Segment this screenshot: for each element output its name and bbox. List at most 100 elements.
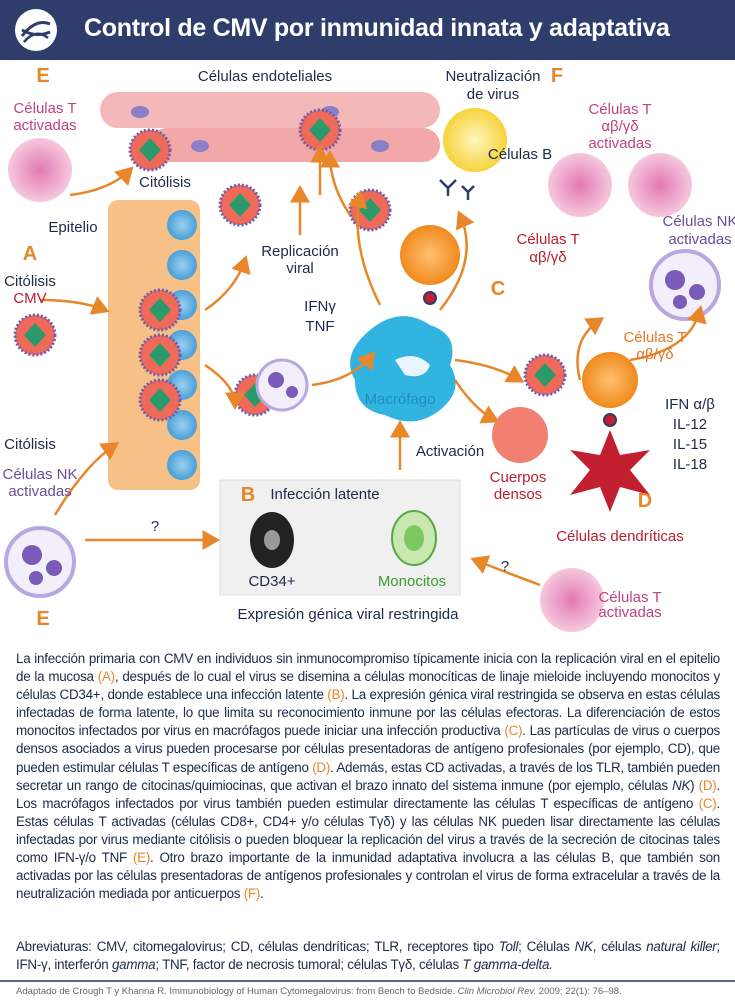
page-title: Control de CMV por inmunidad innata y ad… — [84, 14, 670, 42]
label-cmv: CMV — [13, 290, 47, 307]
nk-cell-right — [649, 249, 721, 321]
text-segment: ) — [690, 777, 699, 793]
label-citolisis-bottom: Citólisis — [4, 436, 56, 453]
cmv-virion — [128, 128, 172, 172]
label-ifn-ab: IFN α/β — [665, 396, 715, 413]
label-il15: IL-15 — [672, 436, 708, 453]
label-cd34: CD34+ — [248, 573, 296, 590]
section-reference: (A) — [97, 669, 115, 685]
text-segment: Adaptado de Crough T y Khanna R. Immunob… — [16, 986, 458, 997]
label-t-ab-c-2: αβ/γδ — [529, 249, 567, 266]
section-reference: (C) — [698, 795, 717, 811]
dense-body — [492, 407, 548, 463]
label-replicacion-2: viral — [286, 260, 314, 277]
label-il12: IL-12 — [672, 416, 708, 433]
label-neutralizacion-2: de virus — [466, 86, 520, 103]
diagram-graphics — [4, 92, 721, 632]
label-neutralizacion-1: Neutralización — [445, 68, 541, 85]
label-t-ab-c-1: Células T — [516, 231, 580, 248]
abbreviations: Abreviaturas: CMV, citomegalovirus; CD, … — [16, 938, 720, 974]
cmv-virions — [13, 108, 567, 422]
text-segment: ; Células — [518, 939, 575, 954]
label-activacion: Activación — [415, 443, 485, 460]
label-t-activadas-left-2: activadas — [13, 117, 77, 134]
text-segment: 2009; 22(1): 76–98. — [536, 986, 622, 997]
label-il18: IL-18 — [672, 456, 708, 473]
label-endoteliales: Células endoteliales — [197, 68, 333, 85]
label-tnf: TNF — [305, 318, 335, 335]
text-segment: NK — [672, 777, 691, 793]
cmv-virion — [298, 108, 342, 152]
label-macrofago: Macrófago — [364, 391, 436, 408]
section-reference: (D) — [312, 759, 331, 775]
t-cell-ab-activated-2 — [628, 153, 692, 217]
label-citolisis-top: Citólisis — [139, 174, 191, 191]
label-nk-activadas-right-1: Células NK — [662, 213, 735, 230]
section-letter-F: F — [550, 65, 564, 87]
text-segment: , células — [592, 939, 647, 954]
arrows — [39, 145, 707, 587]
section-reference: (E) — [132, 850, 151, 866]
t-cell-ab-activated-1 — [548, 153, 612, 217]
t-cell-activated-left — [8, 138, 72, 202]
label-citolisis-cmv: Citólisis — [4, 273, 56, 290]
cmv-virion — [348, 188, 392, 232]
citation: Adaptado de Crough T y Khanna R. Immunob… — [16, 986, 622, 997]
section-reference: (B) — [327, 687, 345, 703]
label-monocitos: Monocitos — [377, 573, 447, 590]
tcr-receptor-icon — [603, 413, 617, 427]
label-expresion: Expresión génica viral restringida — [237, 606, 459, 623]
header: Control de CMV por inmunidad innata y ad… — [0, 0, 735, 60]
label-q2: ? — [500, 558, 510, 575]
text-segment: . Además, estas CD activadas, a través d… — [16, 759, 721, 793]
section-letter-C: C — [490, 278, 506, 300]
cmv-virion — [138, 378, 182, 422]
t-cell-c — [400, 225, 460, 285]
nk-cell-middle — [255, 358, 309, 412]
text-segment: Toll — [498, 939, 519, 954]
label-t-activadas-right-1: Células T — [598, 589, 662, 606]
text-segment: , después de lo cual el virus se disemin… — [16, 669, 720, 703]
label-epitelio: Epitelio — [48, 219, 98, 236]
text-segment: gamma — [111, 957, 156, 972]
cmv-virion — [138, 333, 182, 377]
text-segment: T gamma-delta. — [462, 957, 553, 972]
text-segment: ; IFN-γ, interferón — [16, 939, 720, 972]
label-nk-activadas-left-2: activadas — [8, 483, 72, 500]
label-nk-activadas-left-1: Células NK — [2, 466, 78, 483]
description-paragraph: La infección primaria con CMV en individ… — [16, 650, 720, 903]
label-t-ab-d-2: αβ/γδ — [636, 346, 674, 363]
text-segment: . Otro brazo importante de la inmunidad … — [16, 850, 720, 902]
text-segment: . — [260, 886, 264, 902]
label-replicacion-1: Replicación — [261, 243, 339, 260]
text-segment: NK — [574, 939, 593, 954]
tcr-receptor-icon — [423, 291, 437, 305]
label-t-ab-activadas-1: Células T — [588, 101, 652, 118]
cmv-virion — [13, 313, 57, 357]
label-cuerpos-2: densos — [493, 486, 543, 503]
cmv-virion — [218, 183, 262, 227]
text-segment: . Los macrófagos infectados por virus ta… — [16, 777, 720, 811]
t-cell-d — [582, 352, 638, 408]
label-t-activadas-right-2: activadas — [598, 604, 662, 621]
label-dendriticas: Células dendríticas — [556, 528, 684, 545]
text-segment: Abreviaturas: CMV, citomegalovirus; CD, … — [16, 939, 499, 954]
text-segment: Clin Microbiol Rev. — [457, 986, 537, 997]
section-letter-E-bottom: E — [36, 608, 50, 630]
text-segment: . Las partículas de virus o cuerpos dens… — [16, 723, 720, 775]
label-t-ab-activadas-3: activadas — [588, 135, 652, 152]
label-t-ab-activadas-2: αβ/γδ — [601, 118, 639, 135]
text-segment: natural killer — [646, 939, 717, 954]
text-segment: . La expresión génica viral restringida … — [16, 687, 720, 739]
section-letter-B: B — [240, 484, 256, 506]
text-segment: ; TNF, factor de necrosis tumoral; célul… — [155, 957, 463, 972]
label-cuerpos-1: Cuerpos — [489, 469, 547, 486]
cmv-virion — [138, 288, 182, 332]
text-segment: La infección primaria con CMV en individ… — [16, 651, 720, 685]
cmv-virion — [523, 353, 567, 397]
section-letter-A: A — [22, 243, 38, 265]
label-nk-activadas-right-2: activadas — [668, 231, 732, 248]
section-letter-D: D — [637, 490, 653, 512]
section-reference: (F) — [243, 886, 261, 902]
